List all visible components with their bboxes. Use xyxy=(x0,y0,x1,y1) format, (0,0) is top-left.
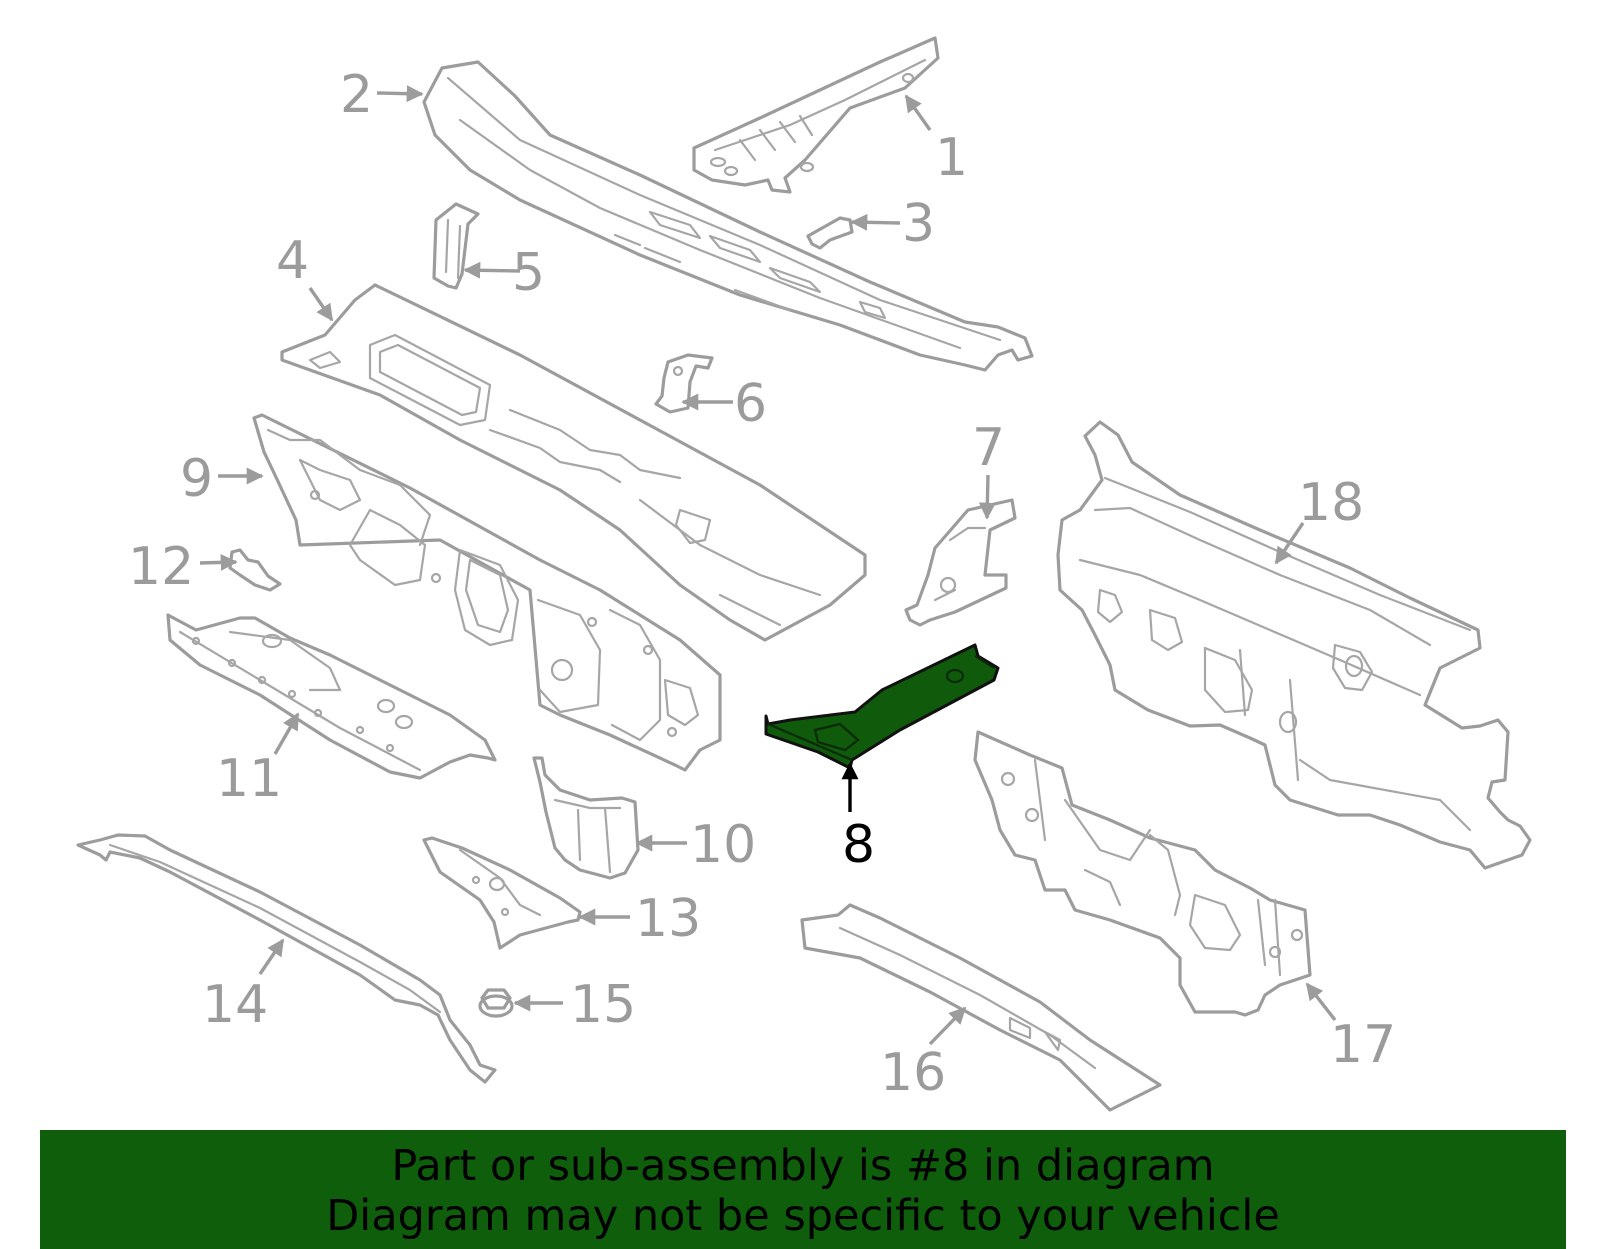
banner-line-1: Part or sub-assembly is #8 in diagram xyxy=(391,1141,1215,1191)
callout-8-highlighted[interactable]: 8 xyxy=(842,815,875,875)
part-8-highlighted[interactable] xyxy=(764,643,1000,770)
banner-line-2: Diagram may not be specific to your vehi… xyxy=(326,1191,1280,1241)
callout-3[interactable]: 3 xyxy=(902,194,935,254)
callout-6[interactable]: 6 xyxy=(734,374,767,434)
part-9-shape[interactable] xyxy=(252,413,722,772)
part-14-shape[interactable] xyxy=(76,833,497,1084)
part-11-shape[interactable] xyxy=(166,613,497,780)
callout-12[interactable]: 12 xyxy=(128,537,194,597)
part-18-shape[interactable] xyxy=(1056,420,1532,870)
callout-4[interactable]: 4 xyxy=(276,231,309,291)
callout-15[interactable]: 15 xyxy=(570,975,636,1035)
part-7-shape[interactable] xyxy=(904,498,1017,627)
callout-2[interactable]: 2 xyxy=(340,65,373,125)
callout-5[interactable]: 5 xyxy=(512,243,545,303)
callout-9[interactable]: 9 xyxy=(180,449,213,509)
info-banner: Part or sub-assembly is #8 in diagram Di… xyxy=(40,1130,1566,1249)
callout-18[interactable]: 18 xyxy=(1298,473,1364,533)
callout-17[interactable]: 17 xyxy=(1330,1015,1396,1075)
callout-7[interactable]: 7 xyxy=(972,418,1005,478)
part-3-shape[interactable] xyxy=(806,216,854,250)
callout-16[interactable]: 16 xyxy=(880,1043,946,1103)
part-16-shape[interactable] xyxy=(800,903,1162,1112)
part-2-shape[interactable] xyxy=(422,60,1034,372)
callout-10[interactable]: 10 xyxy=(690,815,756,875)
callout-14[interactable]: 14 xyxy=(202,975,268,1035)
callout-labels: 1 2 3 4 5 6 7 8 9 10 11 12 13 14 15 16 1… xyxy=(128,65,1396,1103)
part-5-shape[interactable] xyxy=(432,202,480,290)
part-15-shape[interactable] xyxy=(478,988,514,1018)
part-17-shape[interactable] xyxy=(973,730,1312,1017)
part-10-shape[interactable] xyxy=(532,756,640,880)
part-1-shape[interactable] xyxy=(692,36,940,194)
callout-11[interactable]: 11 xyxy=(216,749,282,809)
callout-13[interactable]: 13 xyxy=(635,889,701,949)
part-13-shape[interactable] xyxy=(422,836,582,950)
part-4-shape[interactable] xyxy=(280,283,867,642)
part-12-shape[interactable] xyxy=(228,548,282,592)
callout-1[interactable]: 1 xyxy=(935,128,968,188)
leader-lines xyxy=(199,85,1337,1046)
